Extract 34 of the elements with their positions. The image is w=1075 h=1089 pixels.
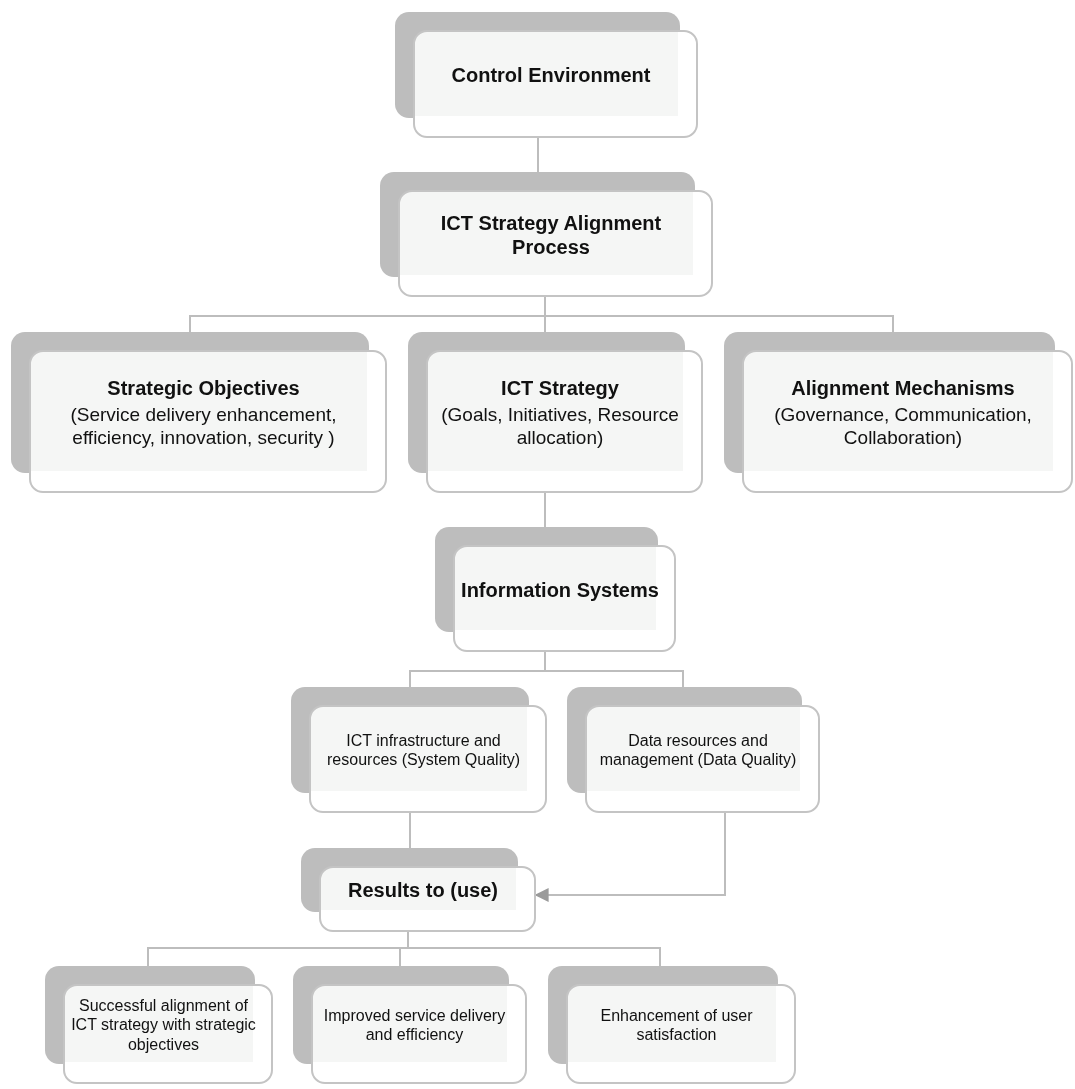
box-text: Successful alignment of ICT strategy with strategic objectives <box>70 996 257 1054</box>
process-box <box>293 966 527 1084</box>
box-text: Enhancement of user satisfaction <box>599 1005 754 1045</box>
box-heading: ICT Strategy <box>501 375 619 400</box>
box-text: (Governance, Communication, Collaboration) <box>773 403 1033 450</box>
process-box <box>548 966 796 1084</box>
process-box <box>291 687 547 813</box>
box-text: Data resources and management (Data Quality) <box>598 730 798 770</box>
process-box <box>408 332 703 493</box>
arrow <box>534 812 726 902</box>
connector-line <box>544 651 684 688</box>
connector-line <box>544 492 546 528</box>
box-text: Results to (use) <box>348 878 498 902</box>
process-box <box>11 332 387 493</box>
box-text: (Goals, Initiatives, Resource allocation) <box>440 403 680 450</box>
process-box <box>567 687 820 813</box>
box-heading: Alignment Mechanisms <box>791 375 1015 400</box>
process-box <box>301 848 536 932</box>
process-box <box>45 966 273 1084</box>
process-box <box>435 527 676 652</box>
box-text: Information Systems <box>461 577 659 602</box>
box-text: Improved service delivery and efficiency <box>322 1005 507 1045</box>
process-box <box>380 172 713 297</box>
process-box <box>724 332 1073 493</box>
box-text: Control Environment <box>451 63 651 87</box>
box-text: ICT Strategy Alignment Process <box>439 210 663 259</box>
box-text: ICT infrastructure and resources (System Quality) <box>326 730 521 770</box>
box-heading: Strategic Objectives <box>107 375 300 400</box>
connector-line <box>407 931 661 967</box>
box-text: (Service delivery enhancement, efficiency, innovation, security ) <box>69 403 338 450</box>
connector-line <box>409 812 411 849</box>
connector-line <box>544 296 894 333</box>
connector-line <box>537 137 539 173</box>
process-box <box>395 12 698 138</box>
